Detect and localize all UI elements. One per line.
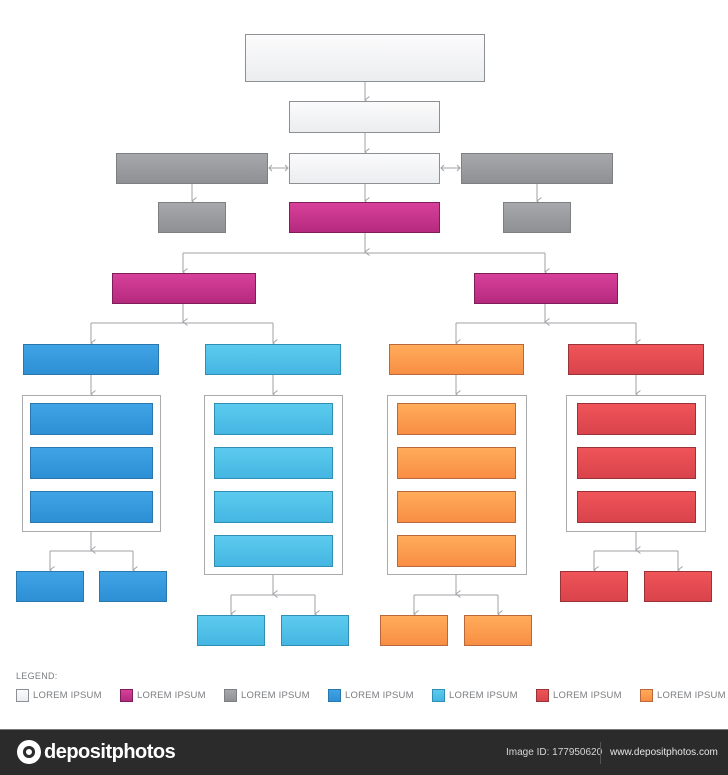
level4-center-node bbox=[289, 202, 440, 233]
brand-name: depositphotos bbox=[44, 740, 176, 763]
legend-label: LOREM IPSUM bbox=[449, 689, 518, 701]
level4-left-node bbox=[158, 202, 226, 233]
orange-item bbox=[397, 491, 516, 523]
orange-item bbox=[397, 535, 516, 567]
orange-group-head bbox=[389, 344, 524, 375]
blue-item bbox=[30, 403, 153, 435]
level3-center-node bbox=[289, 153, 440, 184]
orange-child bbox=[380, 615, 448, 646]
cyan-group-head bbox=[205, 344, 341, 375]
cyan-item bbox=[214, 447, 333, 479]
legend-item-white: LOREM IPSUM bbox=[16, 688, 102, 702]
image-id: Image ID: 177950620 bbox=[506, 747, 603, 758]
legend-item-magenta: LOREM IPSUM bbox=[120, 688, 206, 702]
blue-child bbox=[16, 571, 84, 602]
blue-group-head bbox=[23, 344, 159, 375]
level3-right-node bbox=[461, 153, 613, 184]
cyan-child bbox=[281, 615, 349, 646]
red-item bbox=[577, 491, 696, 523]
level2-node bbox=[289, 101, 440, 133]
legend-item-orange: LOREM IPSUM bbox=[640, 688, 726, 702]
legend-title: LEGEND: bbox=[16, 671, 58, 681]
cyan-item bbox=[214, 535, 333, 567]
orange-item bbox=[397, 403, 516, 435]
blue-item bbox=[30, 447, 153, 479]
cyan-item bbox=[214, 491, 333, 523]
legend-item-red: LOREM IPSUM bbox=[536, 688, 622, 702]
legend-item-gray: LOREM IPSUM bbox=[224, 688, 310, 702]
legend-item-cyan: LOREM IPSUM bbox=[432, 688, 518, 702]
red-item bbox=[577, 403, 696, 435]
legend-label: LOREM IPSUM bbox=[657, 689, 726, 701]
legend-swatch bbox=[536, 688, 549, 702]
connector-lines bbox=[49, 82, 683, 618]
legend-label: LOREM IPSUM bbox=[33, 689, 102, 701]
branch-left-node bbox=[112, 273, 256, 304]
red-group-head bbox=[568, 344, 704, 375]
red-child bbox=[644, 571, 712, 602]
legend-label: LOREM IPSUM bbox=[137, 689, 206, 701]
orange-child bbox=[464, 615, 532, 646]
legend-swatch bbox=[640, 688, 653, 702]
blue-child bbox=[99, 571, 167, 602]
footer-divider bbox=[600, 742, 601, 764]
depositphotos-logo: depositphotos bbox=[17, 740, 176, 764]
blue-item bbox=[30, 491, 153, 523]
level3-left-node bbox=[116, 153, 268, 184]
legend-swatch bbox=[120, 688, 133, 702]
orange-item bbox=[397, 447, 516, 479]
legend-swatch bbox=[16, 688, 29, 702]
level4-right-node bbox=[503, 202, 571, 233]
legend-label: LOREM IPSUM bbox=[553, 689, 622, 701]
watermark-footer: depositphotos Image ID: 177950620 www.de… bbox=[0, 729, 728, 775]
camera-icon bbox=[17, 740, 41, 764]
cyan-item bbox=[214, 403, 333, 435]
legend-swatch bbox=[224, 688, 237, 702]
red-item bbox=[577, 447, 696, 479]
legend-swatch bbox=[328, 688, 341, 702]
legend-swatch bbox=[432, 688, 445, 702]
cyan-child bbox=[197, 615, 265, 646]
legend-item-blue: LOREM IPSUM bbox=[328, 688, 414, 702]
red-child bbox=[560, 571, 628, 602]
legend-label: LOREM IPSUM bbox=[345, 689, 414, 701]
legend-label: LOREM IPSUM bbox=[241, 689, 310, 701]
site-url: www.depositphotos.com bbox=[610, 747, 718, 758]
branch-right-node bbox=[474, 273, 618, 304]
root-node bbox=[245, 34, 485, 82]
